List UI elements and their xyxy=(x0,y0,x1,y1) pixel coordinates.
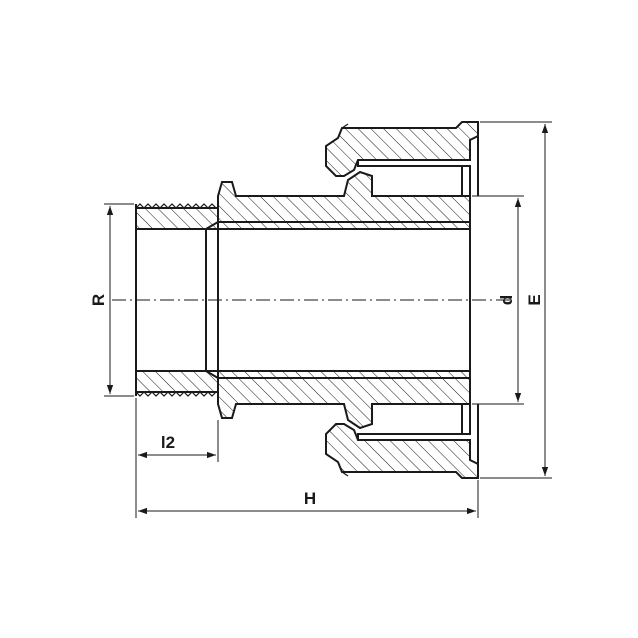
union-nut-bore-top xyxy=(357,160,471,196)
male-thread-wall-bottom xyxy=(135,370,219,393)
union-nut-bore-bottom xyxy=(357,404,471,440)
dim-R-label: R xyxy=(89,294,108,306)
body-wall-top xyxy=(217,170,471,230)
male-thread-wall-top xyxy=(135,207,219,230)
body-wall-bottom xyxy=(217,370,471,430)
nut-chamfer-top xyxy=(341,123,349,129)
union-nut-bottom xyxy=(325,423,479,479)
dim-E-label: E xyxy=(525,294,544,305)
dim-H-label: H xyxy=(304,489,316,508)
thread-crests-top xyxy=(135,203,217,209)
nut-insert-bottom xyxy=(461,403,471,435)
thread-crests-bottom xyxy=(135,391,217,397)
nut-insert-top xyxy=(461,165,471,197)
union-nut-top xyxy=(325,121,479,177)
nut-chamfer-bottom xyxy=(341,471,349,477)
dim-d-label: d xyxy=(497,295,516,305)
dim-l2-label: l2 xyxy=(161,433,175,452)
